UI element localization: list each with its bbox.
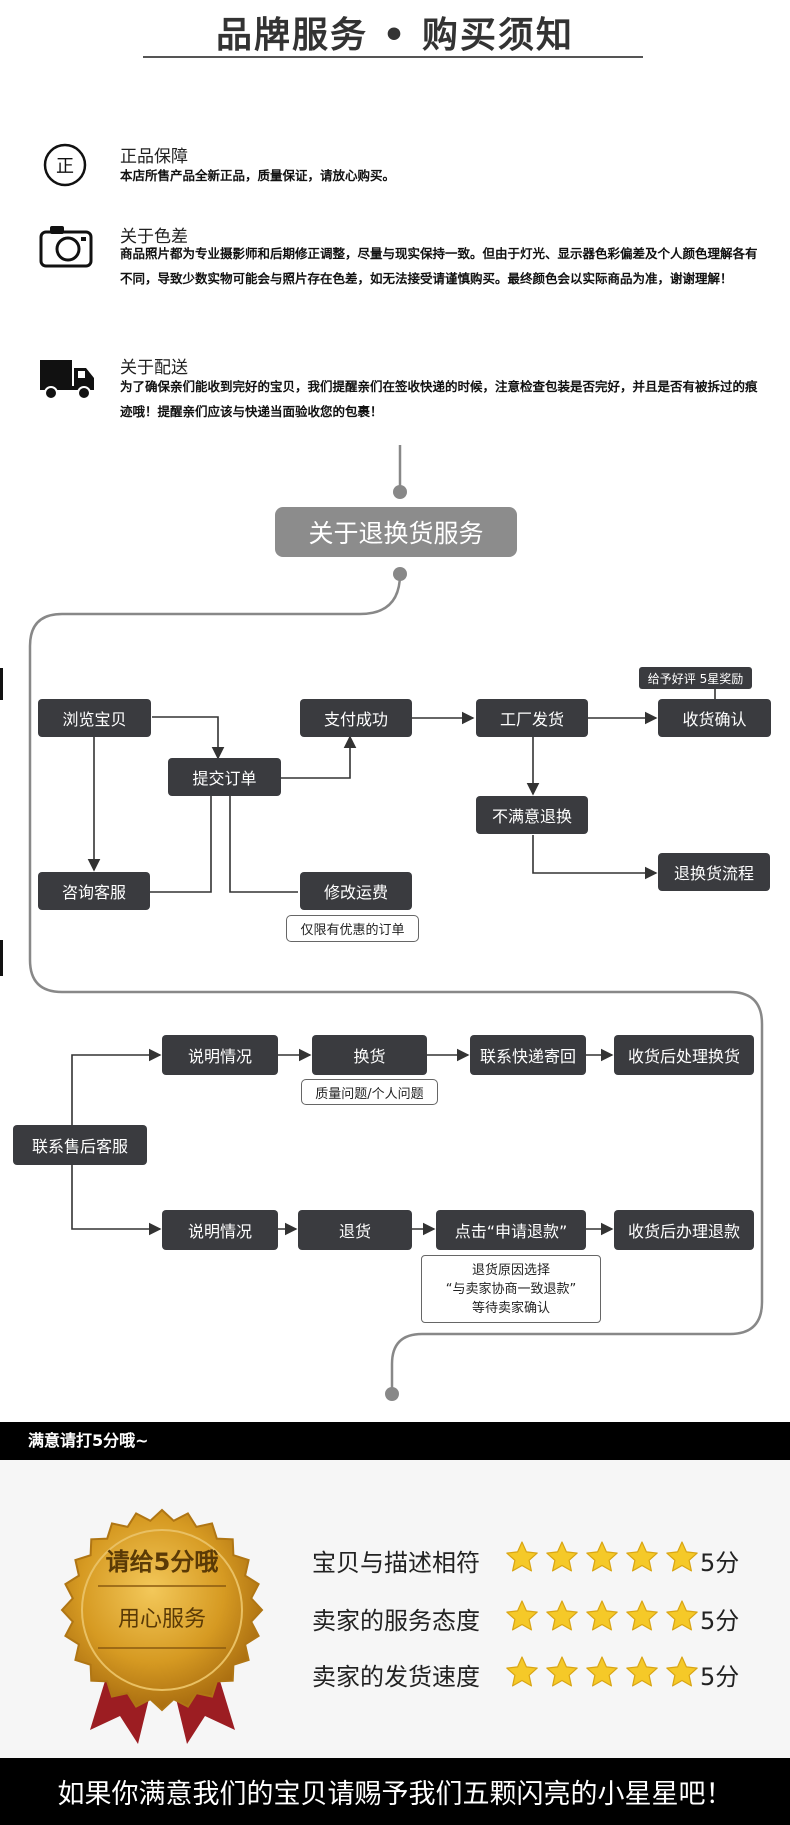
- reward-tag: 给予好评 5星奖励: [639, 667, 752, 689]
- title-divider: [143, 56, 643, 58]
- camera-icon: [38, 222, 98, 272]
- page-title: 品牌服务 • 购买须知: [215, 15, 575, 56]
- star-icon: [586, 1541, 618, 1572]
- seal-badge-icon: 请给5分哦 用心服务: [60, 1508, 264, 1744]
- section-body-color: 商品照片都为专业摄影师和后期修正调整，尽量与现实保持一致。但由于灯光、显示器色彩…: [120, 246, 758, 286]
- rating-label-service: 卖家的服务态度: [312, 1607, 480, 1635]
- star-icon: [666, 1600, 698, 1631]
- node-handle-exchange: 收货后处理换货: [614, 1035, 754, 1075]
- star-icon: [546, 1541, 578, 1572]
- node-apply-refund: 点击“申请退款”: [436, 1210, 586, 1250]
- star-icon: [506, 1541, 538, 1572]
- section-body-authentic: 本店所售产品全新正品，质量保证，请放心购买。: [120, 168, 396, 183]
- rating-score-description: 5分: [700, 1549, 740, 1577]
- rating-label-description: 宝贝与描述相符: [312, 1549, 480, 1577]
- refund-note: 退货原因选择 “与卖家协商一致退款” 等待卖家确认: [421, 1255, 601, 1323]
- star-icon: [506, 1656, 538, 1687]
- node-modify-shipping: 修改运费: [300, 872, 412, 910]
- truck-icon: [38, 356, 98, 406]
- quality-issue-tag: 质量问题/个人问题: [301, 1079, 438, 1105]
- node-exchange: 换货: [312, 1035, 427, 1075]
- node-contact-after-sale: 联系售后客服: [13, 1125, 147, 1165]
- section-title-delivery: 关于配送: [120, 358, 188, 378]
- node-confirm-receipt: 收货确认: [658, 699, 771, 737]
- rating-score-shipping: 5分: [700, 1663, 740, 1691]
- star-icon: [626, 1541, 658, 1572]
- rating-stars-description: [505, 1540, 699, 1574]
- rating-score-service: 5分: [700, 1607, 740, 1635]
- star-icon: [666, 1656, 698, 1687]
- star-icon: [546, 1656, 578, 1687]
- seal-bottom-text: 用心服务: [118, 1607, 206, 1632]
- rating-stars-service: [505, 1599, 699, 1633]
- star-icon: [626, 1656, 658, 1687]
- node-return-process: 退换货流程: [658, 853, 770, 891]
- node-return: 退货: [298, 1210, 412, 1250]
- refund-note-line: “与卖家协商一致退款”: [445, 1281, 577, 1297]
- section-body-delivery: 为了确保亲们能收到完好的宝贝，我们提醒亲们在签收快递的时候，注意检查包装是否完好…: [120, 379, 758, 419]
- node-handle-refund: 收货后办理退款: [614, 1210, 754, 1250]
- section-title-authentic: 正品保障: [120, 147, 188, 167]
- zheng-icon: 正: [38, 138, 98, 188]
- node-submit-order: 提交订单: [168, 758, 281, 796]
- refund-note-line: 等待卖家确认: [471, 1300, 550, 1316]
- node-explain-exchange: 说明情况: [162, 1035, 278, 1075]
- node-factory-ship: 工厂发货: [476, 699, 588, 737]
- node-explain-return: 说明情况: [162, 1210, 278, 1250]
- star-icon: [666, 1541, 698, 1572]
- rating-bar: 满意请打5分哦~: [0, 1422, 790, 1460]
- star-icon: [506, 1600, 538, 1631]
- seal-top-text: 请给5分哦: [106, 1548, 219, 1576]
- return-service-banner: 关于退换货服务: [275, 507, 517, 557]
- rating-stars-shipping: [505, 1655, 699, 1689]
- node-contact-courier: 联系快递寄回: [470, 1035, 586, 1075]
- footer-slogan: 如果你满意我们的宝贝请赐予我们五颗闪亮的小星星吧！: [0, 1758, 790, 1825]
- node-unsatisfied-return: 不满意退换: [476, 796, 588, 834]
- node-consult-service: 咨询客服: [38, 872, 150, 910]
- discount-only-tag: 仅限有优惠的订单: [286, 915, 419, 942]
- refund-note-line: 退货原因选择: [471, 1262, 550, 1278]
- flow-connectors: [0, 445, 764, 1401]
- node-pay-success: 支付成功: [300, 699, 412, 737]
- star-icon: [586, 1600, 618, 1631]
- rating-label-shipping: 卖家的发货速度: [312, 1663, 480, 1691]
- section-title-color: 关于色差: [120, 227, 188, 247]
- node-browse: 浏览宝贝: [38, 699, 151, 737]
- star-icon: [586, 1656, 618, 1687]
- star-icon: [626, 1600, 658, 1631]
- svg-text:正: 正: [56, 156, 74, 177]
- star-icon: [546, 1600, 578, 1631]
